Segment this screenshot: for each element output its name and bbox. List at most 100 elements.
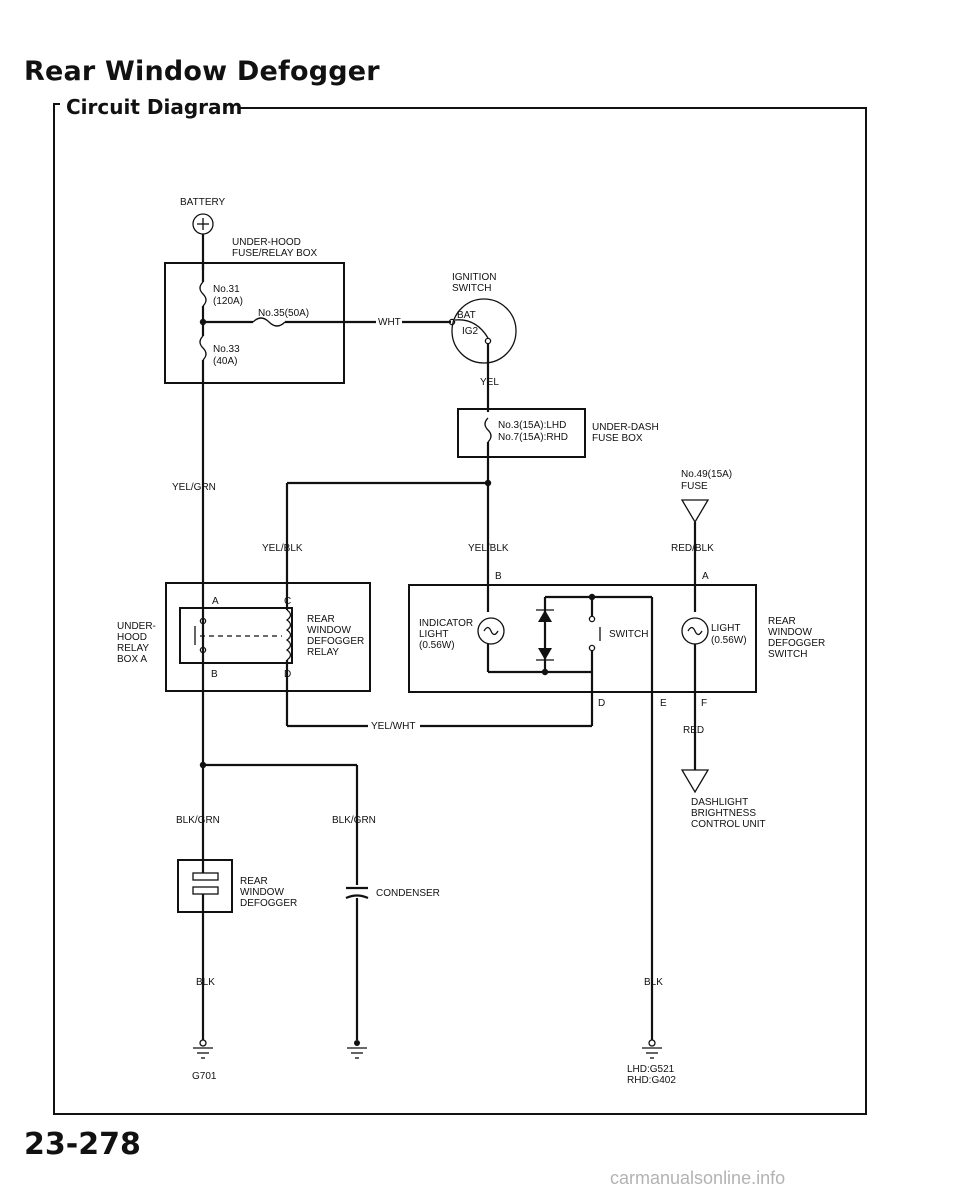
- watermark: carmanualsonline.info: [610, 1168, 786, 1188]
- svg-text:REAR: REAR: [768, 616, 796, 627]
- wire-yel-grn-label: YEL/GRN: [172, 482, 216, 493]
- rear-window-defogger-box: [177, 859, 233, 913]
- wire-blk-grn-right-label: BLK/GRN: [332, 815, 376, 826]
- svg-text:DASHLIGHT: DASHLIGHT: [691, 797, 748, 808]
- battery-icon: [192, 213, 214, 235]
- svg-text:SWITCH: SWITCH: [768, 649, 807, 660]
- section-title: Circuit Diagram: [60, 95, 249, 119]
- svg-text:REAR: REAR: [240, 876, 268, 887]
- switch-pin-d: D: [598, 698, 605, 709]
- relay-name-label: REAR WINDOW DEFOGGER RELAY: [307, 614, 364, 658]
- ground-left-label: G701: [192, 1071, 217, 1082]
- wire-yel-label: YEL: [480, 377, 499, 388]
- indicator-light-icon: [477, 617, 505, 645]
- underhood-box-label: UNDER-HOOD: [232, 237, 301, 248]
- wire-red-label: RED: [683, 725, 704, 736]
- svg-text:INDICATOR: INDICATOR: [419, 618, 473, 629]
- wire-yel-wht-label: YEL/WHT: [371, 721, 415, 732]
- wire-yel-blk-right-label: YEL/BLK: [468, 543, 509, 554]
- switch-pin-e: E: [660, 698, 667, 709]
- svg-text:DEFOGGER: DEFOGGER: [768, 638, 825, 649]
- fuse-no33-icon: [199, 335, 207, 361]
- diagram-frame: [53, 103, 60, 117]
- svg-text:(40A): (40A): [213, 356, 237, 367]
- underdash-box-label: UNDER-DASH: [592, 422, 659, 433]
- fuse-no33-label: No.33: [213, 344, 240, 355]
- dashlight-unit-icon: [680, 769, 710, 794]
- ignition-switch-label: IGNITION: [452, 272, 496, 283]
- svg-text:DEFOGGER: DEFOGGER: [240, 898, 297, 909]
- dashlight-label: DASHLIGHT BRIGHTNESS CONTROL UNIT: [691, 797, 766, 830]
- defogger-grid-icon: [192, 860, 219, 912]
- svg-text:RHD:G402: RHD:G402: [627, 1075, 676, 1086]
- svg-text:(0.56W): (0.56W): [419, 640, 455, 651]
- fuse-no35-icon: [252, 317, 286, 327]
- relay-pin-a: A: [212, 596, 219, 607]
- svg-text:CONTROL UNIT: CONTROL UNIT: [691, 819, 766, 830]
- defogger-switch-box: [408, 584, 757, 693]
- wire-blk-grn-left-label: BLK/GRN: [176, 815, 220, 826]
- condenser-label: CONDENSER: [376, 888, 440, 899]
- page-title: Rear Window Defogger: [24, 56, 380, 87]
- ignition-switch-icon: [451, 298, 517, 364]
- diode-icon: [536, 597, 554, 672]
- fuse-no35-label: No.35(50A): [258, 308, 309, 319]
- fuse-no3-label: No.3(15A):LHD: [498, 420, 566, 431]
- svg-text:FUSE BOX: FUSE BOX: [592, 433, 643, 444]
- svg-text:LIGHT: LIGHT: [711, 623, 740, 634]
- relay-contact-icon: [194, 617, 282, 654]
- svg-text:LIGHT: LIGHT: [419, 629, 448, 640]
- ground-icon: [642, 1039, 662, 1059]
- switch-contact-icon: [588, 597, 601, 726]
- ground-icon: [347, 1040, 367, 1059]
- indicator-light-label: INDICATOR LIGHT (0.56W): [419, 618, 473, 651]
- svg-text:REAR: REAR: [307, 614, 335, 625]
- svg-text:(120A): (120A): [213, 296, 243, 307]
- switch-label: SWITCH: [609, 629, 648, 640]
- relay-coil-icon: [285, 609, 292, 661]
- switch-light-label: LIGHT (0.56W): [711, 623, 747, 646]
- wire-wht-label: WHT: [378, 317, 401, 328]
- svg-text:(0.56W): (0.56W): [711, 635, 747, 646]
- defogger-relay: [179, 607, 293, 664]
- wire-yel-blk-left-label: YEL/BLK: [262, 543, 303, 554]
- svg-text:FUSE/RELAY BOX: FUSE/RELAY BOX: [232, 248, 318, 259]
- svg-text:RELAY: RELAY: [307, 647, 339, 658]
- svg-text:No.7(15A):RHD: No.7(15A):RHD: [498, 432, 568, 443]
- ignition-bat-label: BAT: [457, 310, 476, 321]
- svg-text:UNDER-: UNDER-: [117, 621, 156, 632]
- fuse-no49-icon: [680, 499, 710, 524]
- fuse-no3-icon: [484, 417, 492, 443]
- svg-text:BOX A: BOX A: [117, 654, 147, 665]
- page-number: 23-278: [24, 1127, 141, 1162]
- fuse-no31-icon: [199, 281, 207, 307]
- relay-side-label: UNDER- HOOD RELAY BOX A: [117, 621, 156, 665]
- wire-red-blk-label: RED/BLK: [671, 543, 714, 554]
- svg-text:SWITCH: SWITCH: [452, 283, 491, 294]
- underhood-relay-box: [165, 582, 371, 692]
- ground-icon: [193, 1039, 213, 1059]
- svg-text:RELAY: RELAY: [117, 643, 149, 654]
- ground-right-label: LHD:G521: [627, 1064, 675, 1075]
- svg-text:WINDOW: WINDOW: [768, 627, 812, 638]
- relay-pin-b: B: [211, 669, 218, 680]
- svg-text:BRIGHTNESS: BRIGHTNESS: [691, 808, 756, 819]
- defogger-label: REAR WINDOW DEFOGGER: [240, 876, 297, 909]
- underdash-fuse-box: [457, 408, 586, 458]
- switch-name-label: REAR WINDOW DEFOGGER SWITCH: [768, 616, 825, 660]
- svg-text:HOOD: HOOD: [117, 632, 147, 643]
- wire-blk-left-label: BLK: [196, 977, 215, 988]
- svg-text:WINDOW: WINDOW: [240, 887, 284, 898]
- condenser-icon: [345, 886, 369, 1040]
- svg-text:FUSE: FUSE: [681, 481, 708, 492]
- switch-pin-f: F: [701, 698, 707, 709]
- svg-text:DEFOGGER: DEFOGGER: [307, 636, 364, 647]
- svg-text:WINDOW: WINDOW: [307, 625, 351, 636]
- switch-pin-b: B: [495, 571, 502, 582]
- fuse-no31-label: No.31: [213, 284, 240, 295]
- ignition-ig2-label: IG2: [462, 326, 479, 337]
- switch-pin-a: A: [702, 571, 709, 582]
- wire-blk-right-label: BLK: [644, 977, 663, 988]
- battery-label: BATTERY: [180, 197, 226, 208]
